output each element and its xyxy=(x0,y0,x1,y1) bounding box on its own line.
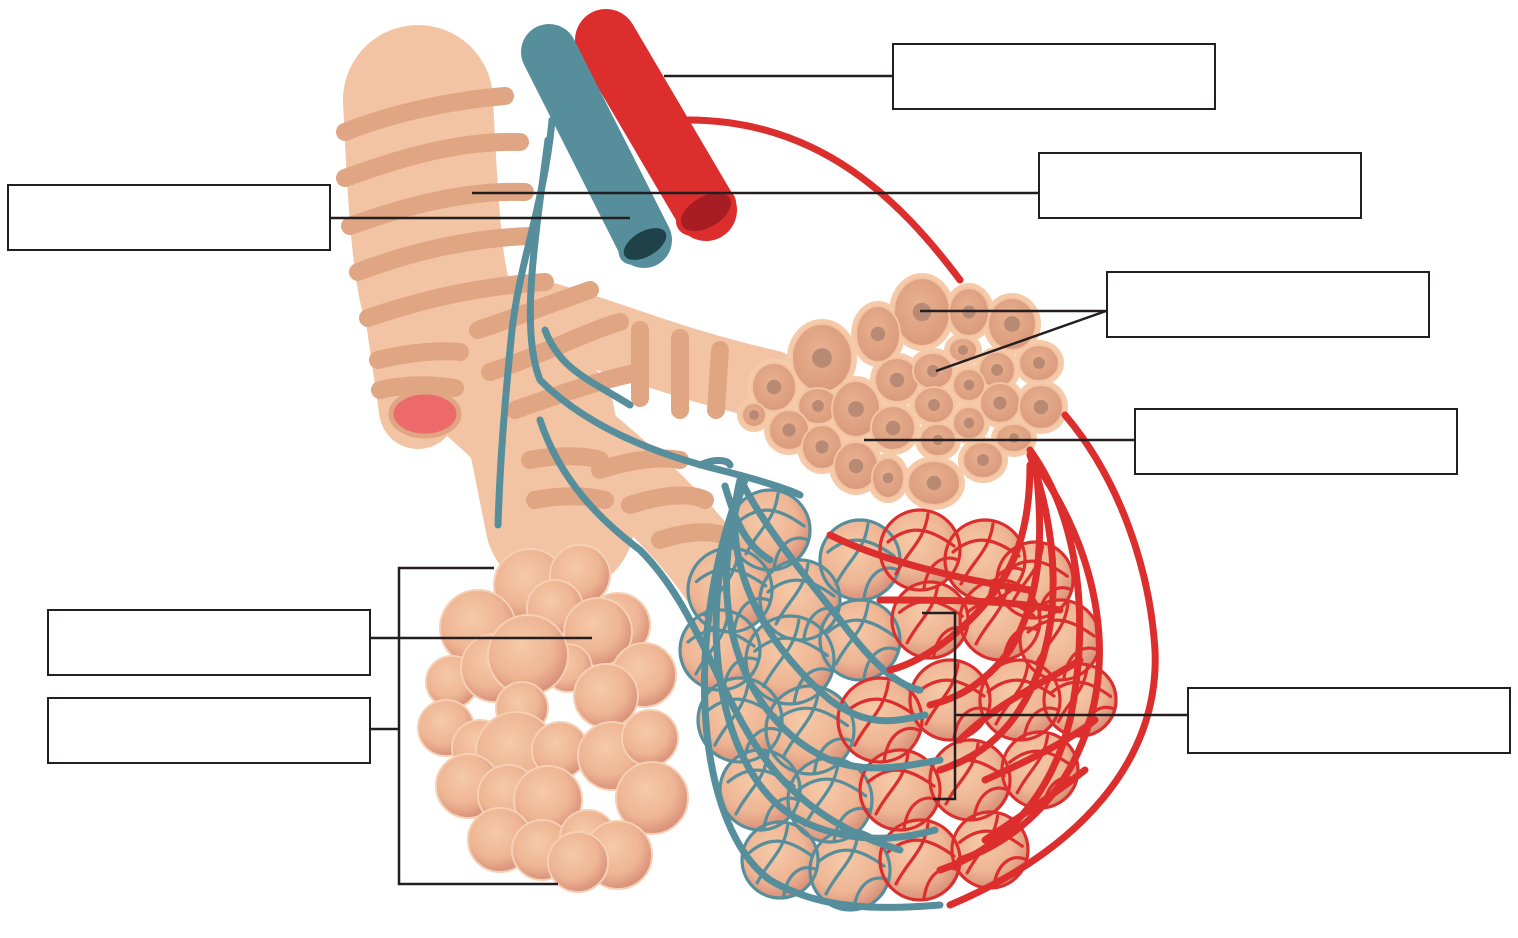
cell-nucleus xyxy=(1033,357,1045,369)
alveolar-sac xyxy=(418,545,688,892)
cell-nucleus xyxy=(993,396,1006,409)
alveolar-cell-cluster xyxy=(737,273,1068,510)
cell-nucleus xyxy=(928,399,940,411)
cell-nucleus xyxy=(1004,316,1020,332)
trachea-lumen xyxy=(391,392,459,436)
cell-nucleus xyxy=(1034,400,1049,415)
pulmonary-vein-label-box[interactable] xyxy=(1038,152,1362,219)
cell-nucleus xyxy=(886,421,901,436)
cell-nucleus xyxy=(782,423,795,436)
alveolus-label-box[interactable] xyxy=(47,609,371,676)
cell-nucleus xyxy=(849,459,864,474)
cell-nucleus xyxy=(977,454,989,466)
cell-nucleus xyxy=(958,345,968,355)
cell-nucleus xyxy=(991,364,1003,376)
capillary-network-label-box[interactable] xyxy=(1187,687,1511,754)
alveolus-sphere xyxy=(574,664,638,728)
cell-nucleus xyxy=(812,400,824,412)
alveolar-duct-label-box[interactable] xyxy=(1134,408,1458,475)
cell-nucleus xyxy=(883,473,894,484)
cell-nucleus xyxy=(1009,433,1019,443)
bronchiole-label-box[interactable] xyxy=(7,184,331,251)
cell-nucleus xyxy=(871,327,886,342)
alveolus-sphere xyxy=(622,710,678,766)
cell-nucleus xyxy=(812,348,832,368)
cell-nucleus xyxy=(749,410,759,420)
pulmonary-artery-label-box[interactable] xyxy=(892,43,1216,110)
alveolar-sac-label-box[interactable] xyxy=(47,697,371,764)
cell-nucleus xyxy=(848,401,864,417)
cell-nucleus xyxy=(767,380,782,395)
cell-nucleus xyxy=(890,373,905,388)
alveolar-cells-label-box[interactable] xyxy=(1106,271,1430,338)
cell-nucleus xyxy=(964,418,975,429)
cell-nucleus xyxy=(964,380,975,391)
cell-nucleus xyxy=(927,476,942,491)
main-vessels xyxy=(549,40,741,270)
cell-nucleus xyxy=(815,440,828,453)
